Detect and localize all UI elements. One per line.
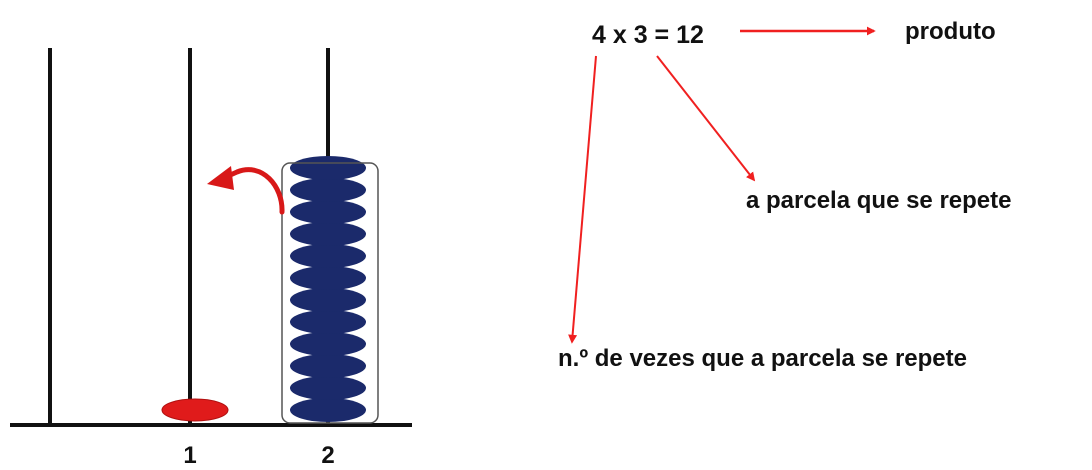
blue-bead xyxy=(290,376,366,400)
red-bead xyxy=(161,398,229,422)
rod-1-beads xyxy=(161,398,229,422)
blue-bead xyxy=(290,244,366,268)
blue-bead xyxy=(290,398,366,422)
blue-bead xyxy=(290,178,366,202)
rod-2-label: 2 xyxy=(321,442,334,469)
blue-bead xyxy=(290,156,366,180)
rod-2-beads xyxy=(290,156,366,422)
rod-1-label: 1 xyxy=(183,442,196,469)
product-label: produto xyxy=(905,18,996,45)
blue-bead xyxy=(290,288,366,312)
carry-arrow xyxy=(225,167,285,215)
equation-annotation: 4 x 3 = 12 produto a parcela que se repe… xyxy=(558,18,1011,372)
blue-bead xyxy=(290,222,366,246)
blue-bead xyxy=(290,310,366,334)
blue-bead xyxy=(290,332,366,356)
repeated-addend-arrow xyxy=(656,55,756,182)
repeated-addend-label: a parcela que se repete xyxy=(746,187,1011,214)
blue-bead xyxy=(290,200,366,224)
blue-bead xyxy=(290,266,366,290)
times-arrow xyxy=(568,55,597,344)
abacus: 1 2 xyxy=(10,48,412,469)
carry-arrow-head xyxy=(207,166,234,190)
blue-bead xyxy=(290,354,366,378)
times-label: n.º de vezes que a parcela se repete xyxy=(558,345,967,372)
equation-text: 4 x 3 = 12 xyxy=(592,21,704,49)
grouping-box xyxy=(281,162,379,424)
